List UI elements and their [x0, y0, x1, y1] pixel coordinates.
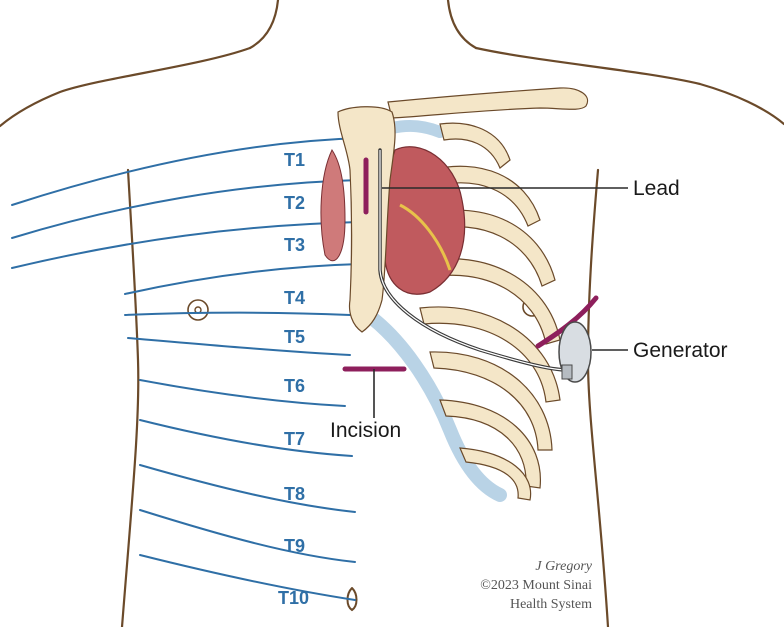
dermatome-label-t10: T10 [278, 588, 309, 608]
dermatome-line-4 [124, 263, 361, 295]
generator-device [535, 295, 599, 383]
rib-8 [459, 447, 532, 501]
neck-right-line [446, 0, 478, 50]
dermatome-label-t1: T1 [284, 150, 305, 170]
dermatome-label-t7: T7 [284, 429, 305, 449]
sternum [337, 106, 396, 333]
generator-header [561, 364, 573, 380]
neck-left-line [248, 0, 280, 50]
credit: J Gregory ©2023 Mount Sinai Health Syste… [480, 559, 593, 612]
clavicle [387, 87, 589, 119]
dermatome-line-9 [139, 464, 356, 513]
heart-left-portion [320, 148, 346, 262]
dermatome-label-t8: T8 [284, 484, 305, 504]
costal-cartilage-lower [365, 311, 507, 502]
navel [346, 587, 358, 612]
dermatome-label-t6: T6 [284, 376, 305, 396]
rib-6 [429, 351, 553, 451]
dermatome-line-11 [139, 554, 356, 601]
left-nipple [187, 299, 209, 321]
coronary-vessel [399, 203, 452, 271]
rib-1 [439, 122, 511, 169]
dermatome-label-t5: T5 [284, 327, 305, 347]
dermatome-line-10 [139, 509, 356, 563]
callout-lines [373, 187, 628, 418]
dermatome-line-2 [11, 179, 361, 239]
shoulder-right-line [474, 46, 784, 126]
dermatome-line-7 [139, 379, 346, 407]
rib-7 [439, 399, 541, 489]
heart [320, 146, 466, 295]
credit-copyright: ©2023 Mount Sinai [480, 578, 592, 593]
shoulder-left-line [0, 46, 252, 128]
dermatome-line-6 [127, 337, 351, 356]
dermatome-line-3 [11, 221, 361, 269]
lead-wire-highlight [379, 150, 569, 371]
generator-label: Generator [633, 339, 728, 362]
credit-organization: Health System [510, 597, 592, 612]
dermatome-lines [11, 137, 361, 601]
dermatome-label-t3: T3 [284, 235, 305, 255]
incision-label: Incision [330, 419, 401, 442]
rib-cage [365, 87, 589, 502]
dermatome-label-t9: T9 [284, 536, 305, 556]
credit-artist: J Gregory [535, 559, 592, 574]
costal-cartilage-1 [386, 119, 446, 138]
lead-label: Lead [633, 177, 680, 200]
dermatome-line-8 [139, 419, 353, 457]
rib-5 [419, 306, 561, 403]
dermatome-label-t2: T2 [284, 193, 305, 213]
dermatome-line-5 [124, 311, 351, 316]
rib-2 [429, 165, 541, 227]
dermatome-line-1 [11, 137, 361, 206]
dermatome-labels: T1 T2 T3 T4 T5 T6 T7 T8 T9 T10 [278, 150, 309, 608]
dermatome-label-t4: T4 [284, 288, 305, 308]
torso-left-line [120, 168, 140, 627]
